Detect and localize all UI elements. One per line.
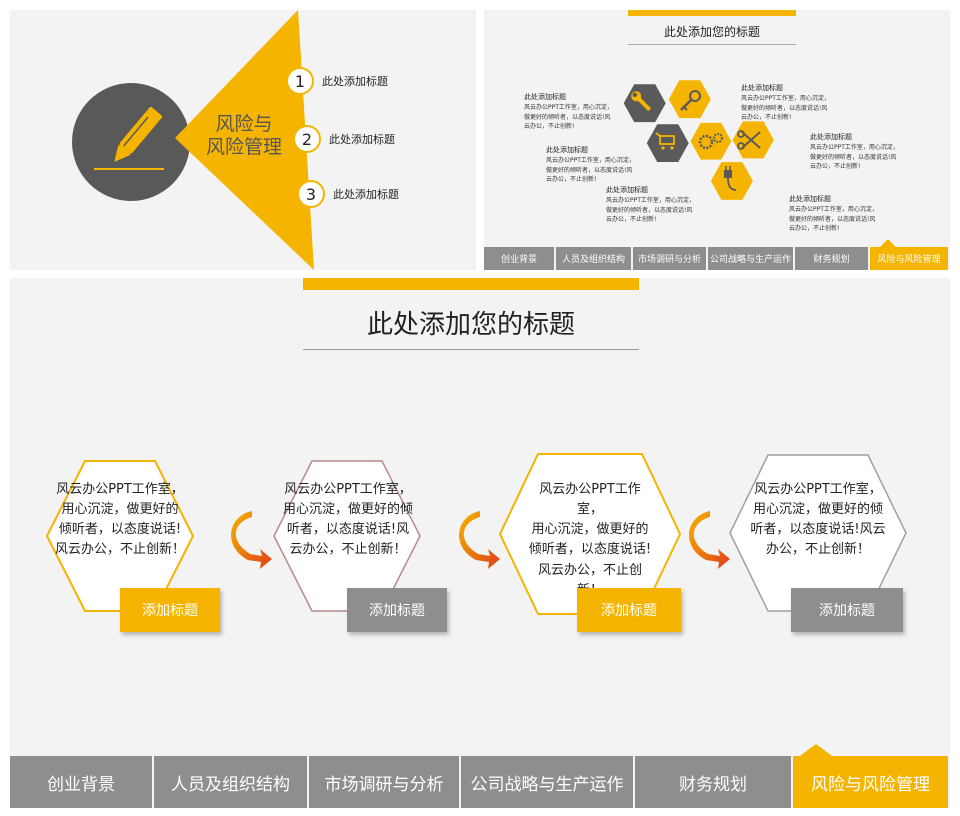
hex-text-line: 倾听者，以态度说话! — [58, 522, 182, 538]
item-number: 3 — [297, 180, 325, 208]
nav-tab-risk[interactable]: 风险与风险管理 — [870, 247, 950, 270]
text-block: 此处添加标题 风云办公PPT工作室，用心沉淀，做更好的倾听者，以态度说话!风云办… — [546, 145, 636, 185]
hex-text-line: 室， — [576, 502, 603, 518]
hex-outlines — [45, 453, 907, 615]
yellow-arrow-shape — [175, 10, 314, 270]
block-body: 风云办公PPT工作室，用心沉淀，做更好的倾听者，以态度说话!风云办公，不止创新! — [810, 144, 899, 171]
text-block: 此处添加标题 风云办公PPT工作室，用心沉淀，做更好的倾听者，以态度说话!风云办… — [789, 194, 881, 234]
slide-hex-icons: 此处添加您的标题 — [484, 10, 950, 270]
slide-section-overview: 风险与 风险管理 1 此处添加标题 2 此处添加标题 3 此处添加标题 — [10, 10, 476, 270]
title-accent-bar — [303, 278, 639, 290]
text-block: 此处添加标题 风云办公PPT工作室，用心沉淀，做更好的倾听者，以态度说话!风云办… — [524, 92, 614, 132]
pencil-icon — [94, 107, 164, 170]
gears-icon — [690, 122, 732, 160]
list-item[interactable]: 2 此处添加标题 — [293, 125, 395, 153]
active-tab-notch — [880, 239, 896, 247]
text-block: 此处添加标题 风云办公PPT工作室，用心沉淀，做更好的倾听者，以态度说话!风云办… — [741, 83, 833, 123]
hex-text-line: 用心沉淀，做更好的 — [61, 502, 179, 518]
block-body: 风云办公PPT工作室，用心沉淀，做更好的倾听者，以态度说话!风云办公，不止创新! — [546, 157, 635, 184]
block-body: 风云办公PPT工作室，用心沉淀，做更好的倾听者，以态度说话!风云办公，不止创新! — [524, 104, 613, 131]
nav-tab-organization[interactable]: 人员及组织结构 — [556, 247, 633, 270]
hex-text-line: 用心沉淀，做更好的倾 — [752, 502, 883, 518]
item-label: 此处添加标题 — [322, 75, 388, 88]
hex-text-line: 办公，不止创新！ — [765, 542, 870, 558]
plug-icon — [710, 162, 753, 200]
title-underline — [628, 44, 796, 45]
item-label: 此处添加标题 — [333, 188, 399, 201]
nav-tab-organization[interactable]: 人员及组织结构 — [154, 756, 309, 808]
nav-tab-finance[interactable]: 财务规划 — [635, 756, 793, 808]
title-accent-bar — [628, 10, 796, 16]
hex-text-line: 风云办公PPT工作室， — [56, 482, 184, 497]
item-number: 2 — [293, 125, 321, 153]
nav-tab-finance[interactable]: 财务规划 — [795, 247, 870, 270]
block-title: 此处添加标题 — [524, 93, 566, 101]
hex-text-line: 用心沉淀，做更好的倾 — [282, 502, 413, 518]
list-item[interactable]: 1 此处添加标题 — [286, 67, 388, 95]
hex-text-line: 风云办公PPT工作室， — [754, 482, 882, 497]
nav-tab-market[interactable]: 市场调研与分析 — [309, 756, 461, 808]
block-body: 风云办公PPT工作室，用心沉淀，做更好的倾听者，以态度说话!风云办公，不止创新! — [789, 206, 878, 233]
scissors-icon — [732, 121, 774, 159]
title-underline — [303, 349, 639, 350]
hex-text: 风云办公PPT工作室， 用心沉淀，做更好的倾 听者，以态度说话!风 云办公，不止… — [281, 480, 415, 561]
cart-icon — [646, 124, 689, 162]
hex-text: 风云办公PPT工作 室， 用心沉淀，做更好的 倾听者，以态度说话! 风云办公，不… — [520, 480, 660, 601]
text-block: 此处添加标题 风云办公PPT工作室，用心沉淀，做更好的倾听者，以态度说话!风云办… — [606, 185, 696, 225]
section-title-line1: 风险与 — [215, 113, 273, 135]
section-title-line2: 风险管理 — [205, 135, 282, 158]
nav-tab-risk[interactable]: 风险与风险管理 — [793, 756, 950, 808]
page-title: 此处添加您的标题 — [663, 25, 760, 39]
list-item[interactable]: 3 此处添加标题 — [297, 180, 399, 208]
nav-tab-background[interactable]: 创业背景 — [484, 247, 556, 270]
nav-tab-background[interactable]: 创业背景 — [10, 756, 154, 808]
slide-hex-process: 此处添加您的标题 风云办公PPT工作室， 用心沉淀，做更好的 倾听者，以态度说话… — [10, 278, 950, 808]
block-title: 此处添加标题 — [810, 133, 852, 141]
hex-text-line: 用心沉淀，做更好的 — [531, 522, 649, 538]
hex-text: 风云办公PPT工作室， 用心沉淀，做更好的倾 听者，以态度说话!风云 办公，不止… — [748, 480, 888, 561]
section-title: 风险与 风险管理 — [196, 113, 292, 159]
block-title: 此处添加标题 — [789, 195, 831, 203]
add-title-button[interactable]: 添加标题 — [791, 588, 903, 632]
hex-text-line: 风云办公，不止创新！ — [54, 542, 185, 558]
add-title-button[interactable]: 添加标题 — [577, 588, 681, 632]
hex-text-line: 倾听者，以态度说话! — [528, 542, 652, 558]
block-body: 风云办公PPT工作室，用心沉淀，做更好的倾听者，以态度说话!风云办公，不止创新! — [741, 95, 830, 122]
nav-tab-market[interactable]: 市场调研与分析 — [633, 247, 708, 270]
item-number: 1 — [286, 67, 314, 95]
block-title: 此处添加标题 — [546, 146, 588, 154]
nav-tab-strategy[interactable]: 公司战略与生产运作 — [461, 756, 635, 808]
nav-tab-strategy[interactable]: 公司战略与生产运作 — [708, 247, 795, 270]
section-nav: 创业背景 人员及组织结构 市场调研与分析 公司战略与生产运作 财务规划 风险与风… — [10, 756, 950, 808]
page-title: 此处添加您的标题 — [366, 310, 575, 340]
curved-arrow-icon — [231, 511, 272, 569]
add-title-button[interactable]: 添加标题 — [347, 588, 447, 632]
key-icon — [668, 80, 711, 119]
hex-text-line: 风云办公PPT工作室， — [284, 482, 412, 497]
active-tab-notch — [800, 744, 832, 756]
section-nav: 创业背景 人员及组织结构 市场调研与分析 公司战略与生产运作 财务规划 风险与风… — [484, 247, 950, 270]
block-title: 此处添加标题 — [606, 186, 648, 194]
hex-text-line: 云办公，不止创新！ — [289, 542, 407, 558]
hex-text-line: 听者，以态度说话!风 — [286, 522, 410, 538]
hex-text-line: 风云办公PPT工作 — [539, 482, 641, 497]
hex-text: 风云办公PPT工作室， 用心沉淀，做更好的 倾听者，以态度说话! 风云办公，不止… — [54, 480, 186, 561]
hex-icon-cluster — [623, 80, 774, 200]
text-block: 此处添加标题 风云办公PPT工作室，用心沉淀，做更好的倾听者，以态度说话!风云办… — [810, 132, 902, 172]
block-body: 风云办公PPT工作室，用心沉淀，做更好的倾听者，以态度说话!风云办公，不止创新! — [606, 197, 695, 224]
hex-text-line: 风云办公，不止创 — [537, 562, 642, 578]
item-label: 此处添加标题 — [329, 133, 395, 146]
block-title: 此处添加标题 — [741, 84, 783, 92]
pencil-badge — [72, 83, 190, 201]
curved-arrow-icon — [459, 511, 500, 569]
wrench-icon — [623, 84, 666, 123]
add-title-button[interactable]: 添加标题 — [120, 588, 220, 632]
hex-text-line: 听者，以态度说话!风云 — [750, 522, 886, 538]
curved-arrow-icon — [689, 511, 730, 569]
